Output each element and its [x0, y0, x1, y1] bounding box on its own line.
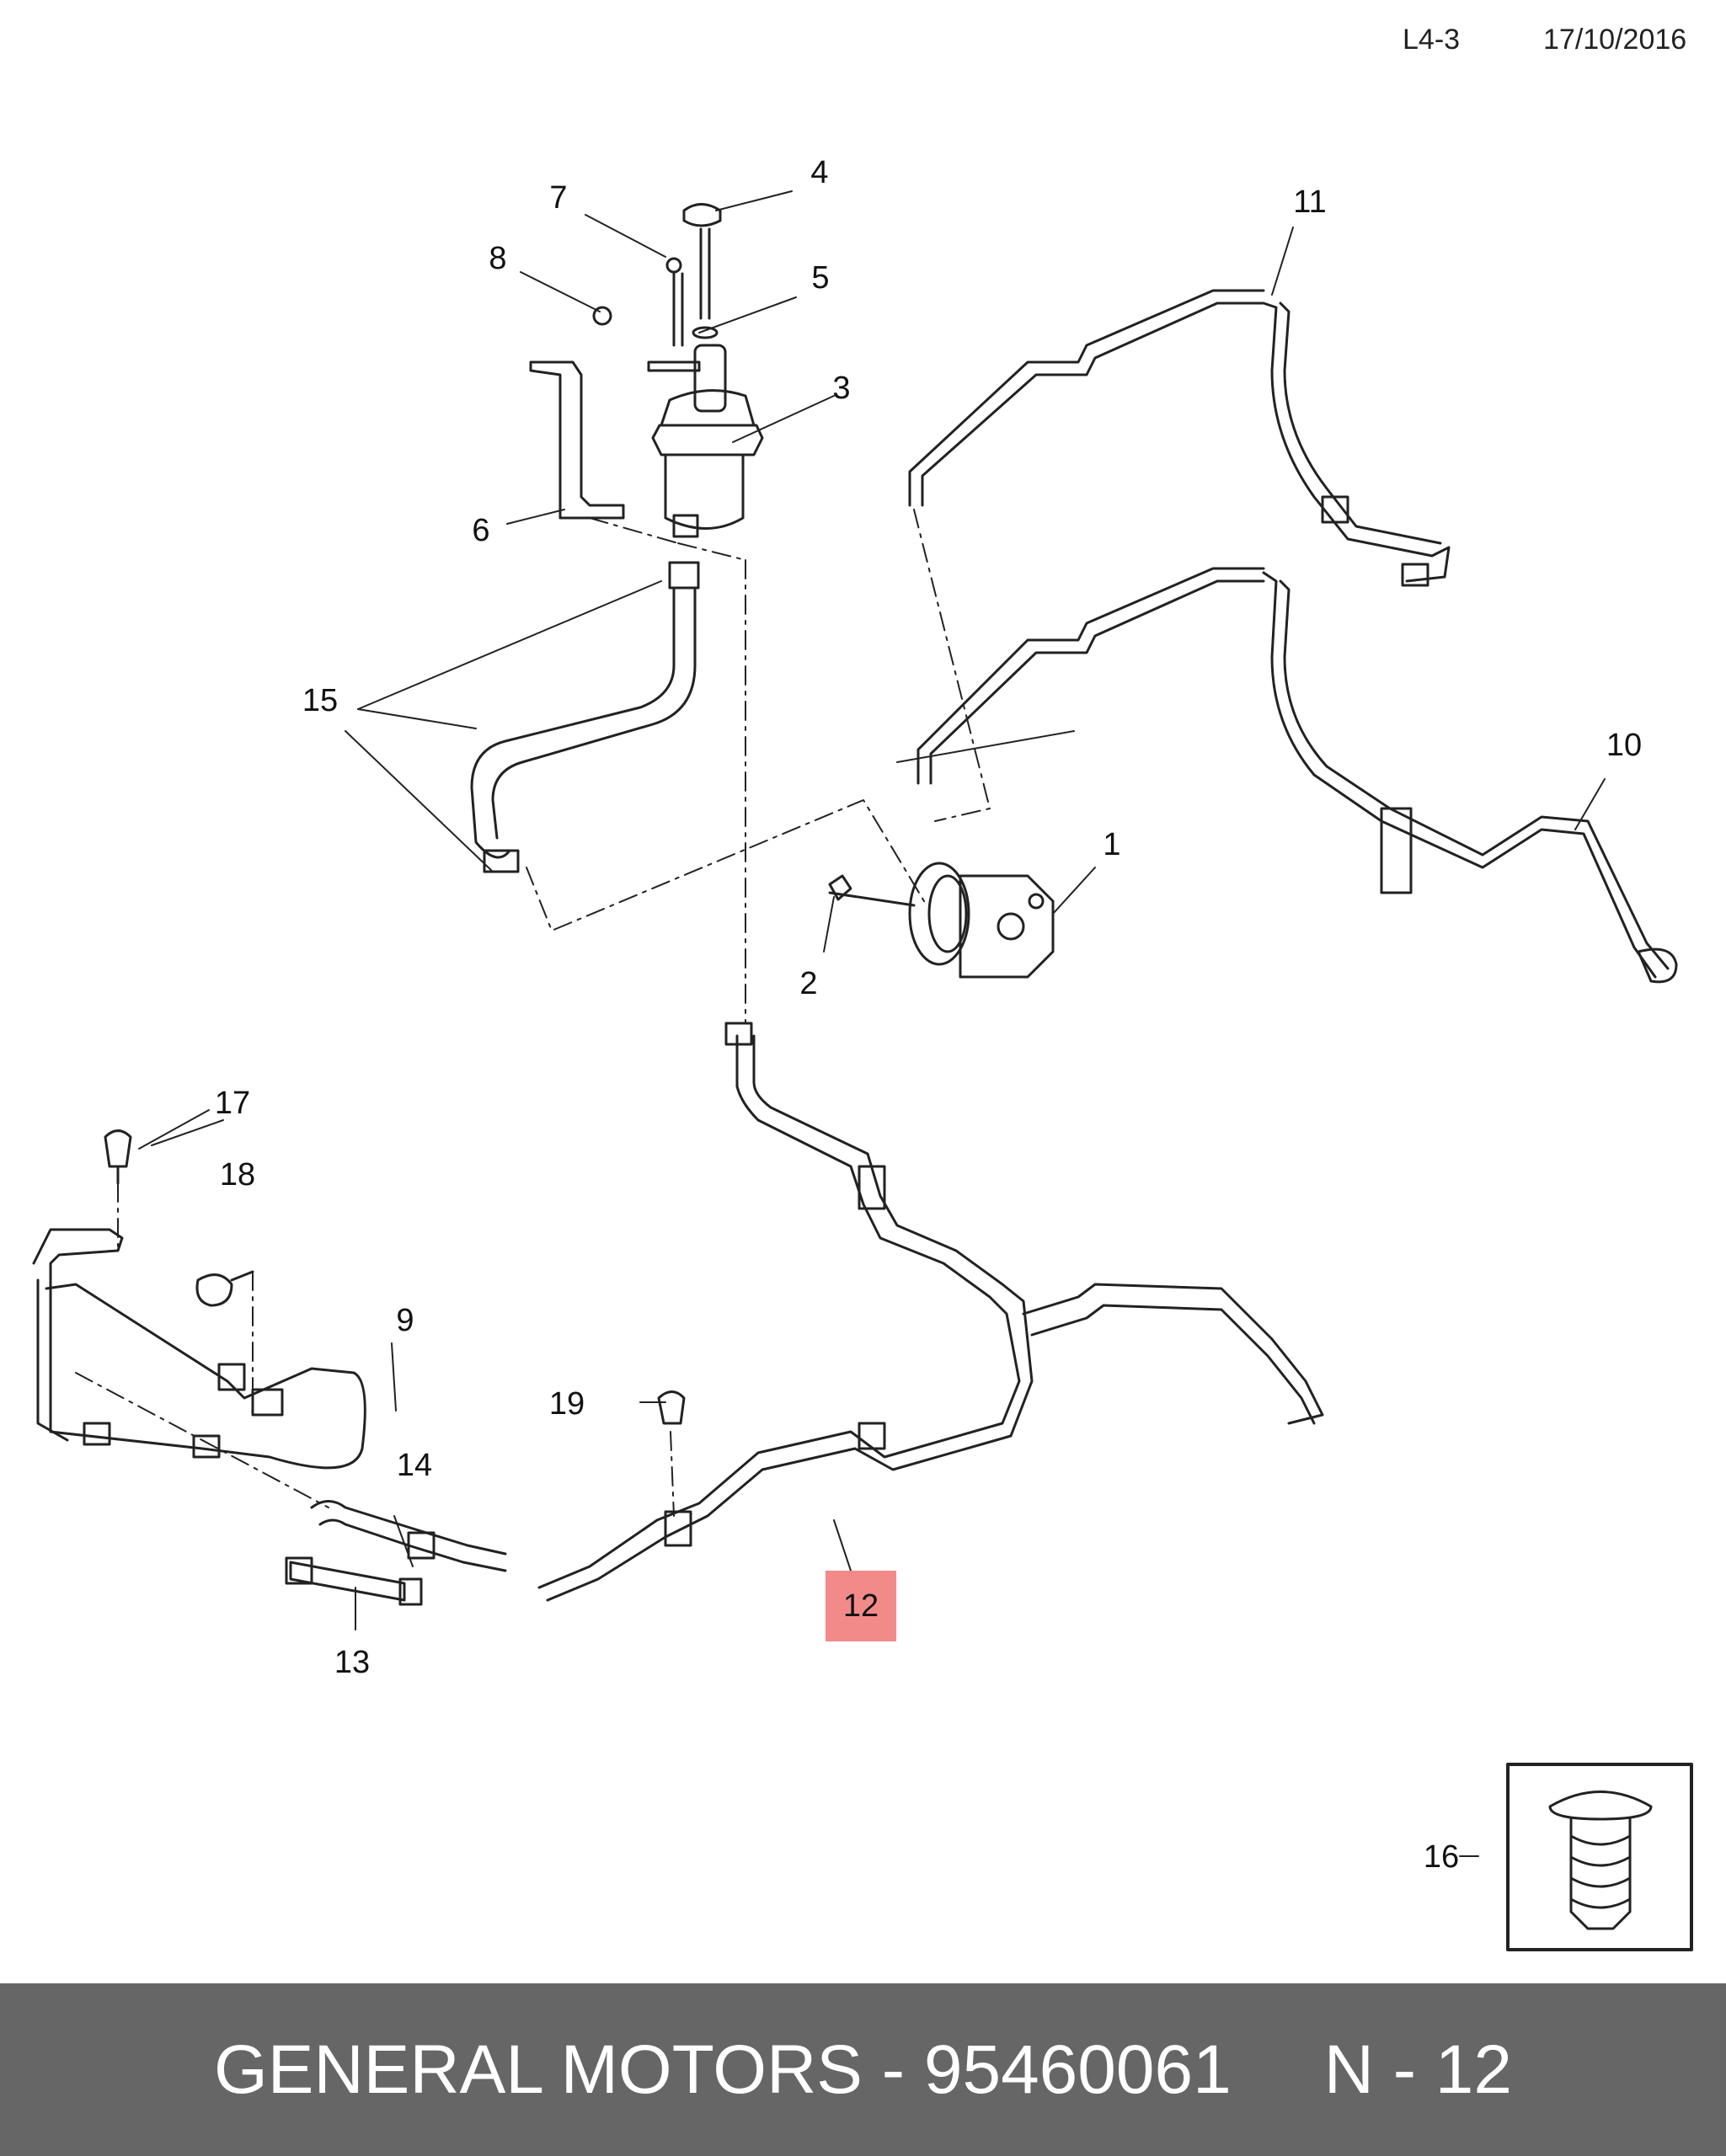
callout-8[interactable]: 8: [489, 241, 507, 276]
diagram-code: L4-3: [1403, 24, 1461, 56]
footer-banner: GENERAL MOTORS - 95460061 N - 12: [0, 1983, 1726, 2156]
inset-box: [1506, 1763, 1693, 1951]
clips: [104, 1129, 686, 1425]
pressure-line-upper: [908, 289, 1451, 587]
callout-2[interactable]: 2: [799, 966, 818, 1001]
callout-10[interactable]: 10: [1606, 728, 1643, 763]
footer-reference: N - 12: [1323, 2031, 1513, 2108]
callout-15[interactable]: 15: [302, 683, 339, 718]
footer-part-number: GENERAL MOTORS - 95460061: [213, 2031, 1232, 2108]
cooler-tube: [32, 1228, 366, 1470]
suction-hose: [470, 561, 700, 873]
hose-short: [285, 1500, 507, 1606]
callout-19[interactable]: 19: [548, 1386, 585, 1422]
callout-14[interactable]: 14: [396, 1448, 433, 1483]
callout-12[interactable]: 12: [826, 1571, 896, 1641]
callout-4[interactable]: 4: [810, 155, 829, 190]
reservoir: [647, 344, 764, 538]
power-steering-pump: [828, 862, 1055, 979]
bracket: [529, 257, 684, 520]
callout-7[interactable]: 7: [549, 180, 568, 216]
assembly-lines: [75, 509, 991, 1517]
callout-13[interactable]: 13: [334, 1645, 371, 1680]
reservoir-cap: [682, 203, 722, 339]
pressure-line-lower: [916, 567, 1678, 984]
callout-11[interactable]: 11: [1293, 184, 1327, 220]
callout-16[interactable]: 16: [1423, 1839, 1460, 1875]
callout-17[interactable]: 17: [214, 1086, 251, 1121]
callout-9[interactable]: 9: [396, 1303, 414, 1338]
callout-5[interactable]: 5: [811, 260, 830, 296]
diagram-date: 17/10/2016: [1543, 24, 1687, 56]
callout-6[interactable]: 6: [472, 513, 490, 548]
callout-18[interactable]: 18: [219, 1157, 256, 1193]
callout-1[interactable]: 1: [1103, 827, 1121, 862]
callout-3[interactable]: 3: [832, 371, 851, 406]
return-line: [537, 1022, 1324, 1602]
